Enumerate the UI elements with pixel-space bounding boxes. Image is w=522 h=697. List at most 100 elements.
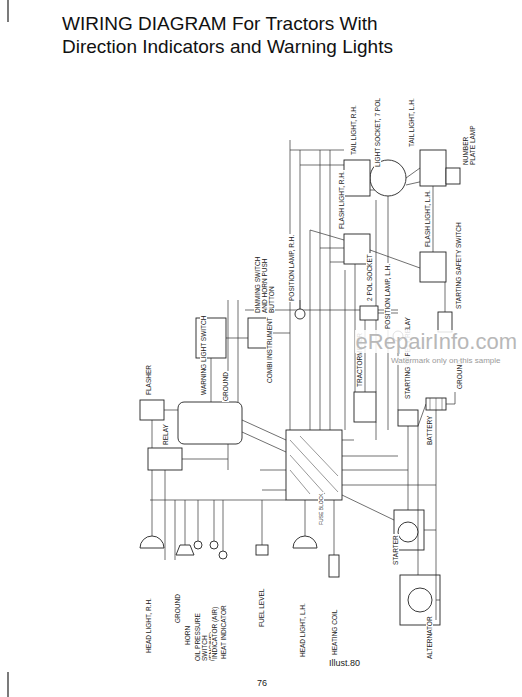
wire [433, 186, 434, 252]
wire [310, 230, 311, 430]
component-label: RELAY [162, 423, 169, 446]
wire [260, 470, 286, 471]
battery-plate [436, 398, 437, 410]
component-label: COMBI INSTRUMENT [266, 316, 273, 384]
wire [330, 150, 331, 430]
wire [300, 150, 301, 309]
wire [223, 500, 224, 551]
wire [185, 500, 186, 545]
component-label: HEAT INDICATOR [220, 604, 227, 660]
component-label: HORN [184, 625, 191, 646]
air-indicator [210, 541, 218, 549]
fuse-detail [300, 436, 338, 476]
wire [342, 470, 408, 471]
component-label: GROUND [174, 593, 181, 624]
component-label: STARTING SAFETY SWITCH [455, 221, 462, 310]
fuse-detail [290, 440, 338, 492]
wire [262, 500, 263, 545]
fuse-detail [290, 470, 310, 494]
component-label: HEAD LIGHT, R.H. [145, 597, 152, 654]
wire [320, 248, 344, 249]
wire [242, 432, 286, 452]
diagram-title: WIRING DIAGRAM For Tractors With Directi… [62, 12, 432, 58]
component-label: NUMBER PLATE LAMP [462, 118, 476, 166]
component-label: 2 POL SOCKET [366, 253, 373, 302]
wire [305, 500, 306, 536]
tractormeter [354, 392, 376, 422]
tail-light-box [420, 150, 446, 186]
component-label: HEATING COIL [331, 609, 338, 656]
component-label: HEAD LIGHT, L.H. [299, 602, 306, 658]
wire [300, 165, 344, 166]
wire [270, 333, 290, 334]
wire [152, 420, 153, 448]
flasher-box [140, 400, 164, 420]
alternator-housing [400, 575, 440, 625]
wire [262, 490, 286, 491]
page-mark [7, 0, 8, 22]
component-label: POSITION LAMP, R.H. [288, 234, 295, 302]
combi-instrument [178, 402, 242, 444]
wire [408, 426, 409, 510]
component-label: LIGHT SOCKET, 7 POL [374, 97, 381, 168]
heat-indicator [219, 551, 227, 559]
starter-symbol [398, 522, 418, 542]
wire [424, 530, 436, 531]
battery-symbol [426, 398, 446, 410]
wire [182, 459, 228, 460]
wire [238, 300, 239, 402]
component-label: TAIL LIGHT, R.H. [350, 104, 357, 156]
wire [310, 230, 344, 240]
two-pole-socket [360, 306, 378, 320]
page-mark [7, 672, 8, 697]
wire [214, 500, 215, 541]
component-label: POSITION LAMP, L.H. [384, 263, 391, 330]
component-label: BATTERY [426, 415, 433, 446]
wire [436, 600, 440, 601]
component-label: FLASHER [145, 364, 152, 396]
component-label: TAIL LIGHT, L.H. [408, 97, 415, 148]
watermark-text: eRepairInfo.com [355, 330, 518, 353]
flash-light-box [420, 252, 446, 282]
wire [342, 485, 436, 486]
wire [455, 392, 456, 404]
wire [418, 426, 419, 575]
wire [445, 282, 446, 312]
wire [150, 500, 286, 501]
wire [242, 420, 286, 440]
component-label: STARTER [392, 534, 399, 566]
wire [226, 338, 248, 339]
battery-plate [430, 398, 431, 410]
battery-plate [442, 398, 443, 410]
alternator-symbol [408, 588, 432, 612]
wire [165, 470, 166, 560]
wire [436, 410, 437, 620]
wire [175, 500, 176, 560]
fuse-block [286, 430, 342, 500]
wire [290, 150, 344, 151]
wire [211, 358, 212, 402]
component-label: FUEL LEVEL [258, 588, 265, 628]
wire [300, 300, 301, 309]
wire [330, 262, 344, 263]
component-label: FLASH LIGHT, L.H. [424, 189, 431, 248]
safety-switch [438, 312, 452, 332]
wire [320, 150, 321, 430]
illustration-caption: Illust.80 [328, 658, 361, 668]
wire [334, 500, 335, 555]
component-label: GROUND [222, 371, 229, 402]
wire [342, 456, 398, 457]
wire [376, 422, 377, 440]
wire [406, 168, 420, 178]
component-label: WARNING LIGHT SWITCH [200, 315, 207, 396]
position-lamp [295, 309, 305, 319]
component-label: ALTERNATOR [426, 615, 433, 660]
wire [198, 500, 199, 541]
component-label: DIMMING SWITCH AND HORN PUSH BUTTON [254, 252, 275, 314]
wire [345, 270, 346, 430]
oil-pressure-switch [194, 541, 202, 549]
number-plate-lamp [446, 168, 460, 184]
wire [446, 404, 455, 405]
head-light-symbol [140, 536, 164, 548]
wire [152, 470, 153, 536]
